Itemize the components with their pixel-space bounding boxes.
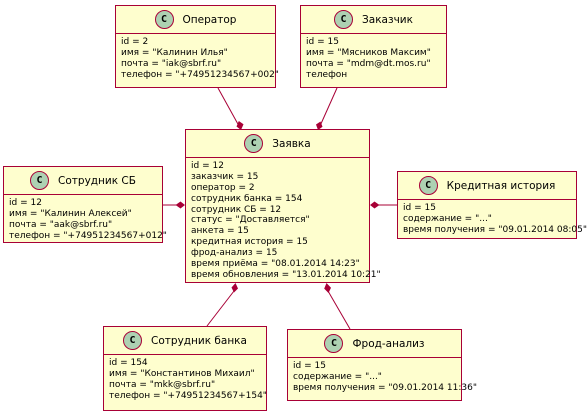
attribute-row: время обновления = "13.01.2014 10:21" xyxy=(191,269,381,280)
attribute-row: время получения = "09.01.2014 11:36" xyxy=(293,382,477,393)
attribute-row: содержание = "..." xyxy=(403,213,492,224)
composition-diamond xyxy=(370,201,380,209)
attribute-row: почта = "aak@sbrf.ru" xyxy=(9,219,113,230)
attribute-row: статус = "Доставляется" xyxy=(191,215,310,226)
composition-diamond xyxy=(236,121,244,130)
class-badge-icon: C xyxy=(30,171,50,190)
attribute-row: кредитная история = 15 xyxy=(191,237,308,248)
class-badge-icon: C xyxy=(244,134,264,153)
link-credit-request xyxy=(370,201,397,209)
object-header: C Сотрудник СБ xyxy=(4,167,162,195)
object-name: Заявка xyxy=(272,137,311,150)
object-header: C Кредитная история xyxy=(398,172,576,200)
object-header: C Сотрудник банка xyxy=(104,327,266,355)
link-security-request xyxy=(163,201,185,209)
composition-diamond xyxy=(316,121,323,130)
object-header: C Заказчик xyxy=(301,6,446,34)
attribute-row: сотрудник СБ = 12 xyxy=(191,204,282,215)
attribute-row: почта = "mdm@dt.mos.ru" xyxy=(306,58,431,69)
attribute-row: имя = "Калинин Илья" xyxy=(121,47,228,58)
attribute-row: id = 154 xyxy=(109,358,148,368)
attribute-row: время получения = "09.01.2014 08:05" xyxy=(403,224,587,235)
attribute-row: id = 15 xyxy=(403,203,436,213)
attribute-row: id = 12 xyxy=(191,161,224,171)
composition-diamond xyxy=(231,283,238,293)
attribute-row: заказчик = 15 xyxy=(191,171,259,182)
attribute-row: сотрудник банка = 154 xyxy=(191,193,303,204)
attribute-row: id = 2 xyxy=(121,37,149,47)
object-name: Сотрудник СБ xyxy=(58,174,136,187)
composition-diamond xyxy=(324,283,331,293)
object-name: Кредитная история xyxy=(446,179,556,192)
object-name: Сотрудник банка xyxy=(151,334,247,347)
attribute-row: имя = "Константинов Михаил" xyxy=(109,368,255,379)
attribute-row: телефон = "+74951234567+012" xyxy=(9,230,167,241)
class-badge-icon: C xyxy=(418,176,438,195)
object-header: C Заявка xyxy=(186,130,369,158)
class-badge-icon: C xyxy=(334,10,354,29)
attribute-row: оператор = 2 xyxy=(191,182,255,193)
attribute-row: имя = "Мясников Максим" xyxy=(306,47,431,58)
attribute-row: почта = "mkk@sbrf.ru" xyxy=(109,379,216,390)
class-badge-icon: C xyxy=(123,331,143,350)
class-badge-icon: C xyxy=(154,10,174,29)
link-customer-request xyxy=(316,87,338,130)
attribute-row: имя = "Калинин Алексей" xyxy=(9,208,132,219)
object-header: C Оператор xyxy=(116,6,275,34)
composition-diamond xyxy=(175,201,185,209)
attribute-row: анкета = 15 xyxy=(191,226,249,237)
object-header: C Фрод-анализ xyxy=(288,330,461,358)
link-fraud-request xyxy=(324,283,351,330)
attribute-row: телефон = "+74951234567+002" xyxy=(121,69,279,80)
link-operator-request xyxy=(217,87,244,130)
attribute-row: время приёма = "08.01.2014 14:23" xyxy=(191,259,360,270)
attribute-row: id = 15 xyxy=(306,37,339,47)
attribute-row: телефон = "+74951234567+154" xyxy=(109,390,267,401)
object-name: Фрод-анализ xyxy=(352,337,425,350)
attribute-row: содержание = "..." xyxy=(293,371,382,382)
attribute-row: почта = "iak@sbrf.ru" xyxy=(121,58,222,69)
object-name: Оператор xyxy=(182,13,237,26)
class-badge-icon: C xyxy=(324,334,344,353)
attribute-row: id = 15 xyxy=(293,361,326,371)
attribute-row: id = 12 xyxy=(9,198,42,208)
attribute-row: телефон xyxy=(306,69,348,80)
object-name: Заказчик xyxy=(362,13,413,26)
attribute-row: фрод-анализ = 15 xyxy=(191,248,278,259)
link-employee-request xyxy=(206,283,238,327)
